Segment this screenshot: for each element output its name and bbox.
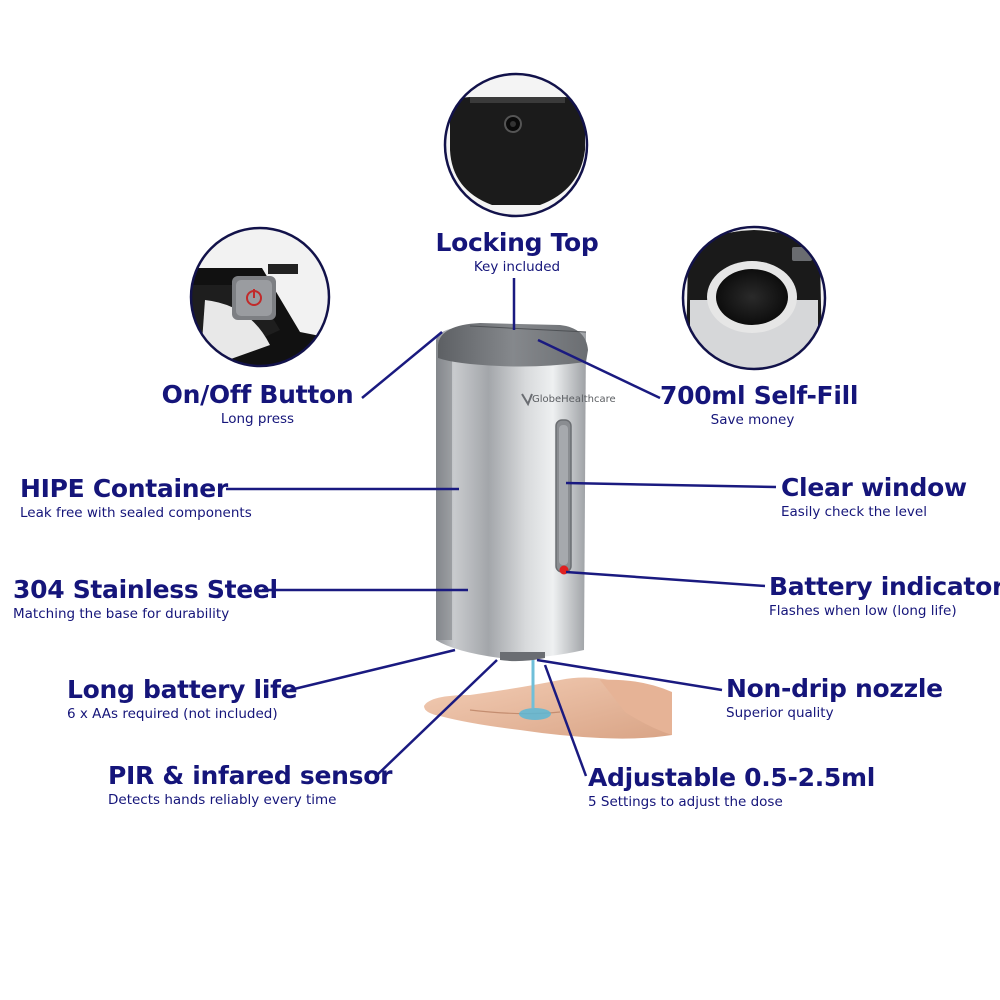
- hand-image: [424, 658, 672, 739]
- adjustable-title: Adjustable 0.5-2.5ml: [588, 763, 876, 792]
- on-off-detail-image: [189, 226, 331, 368]
- brand-logo: GlobeHealthcare: [532, 394, 616, 405]
- stainless-subtitle: Matching the base for durability: [13, 606, 230, 622]
- dispenser-image: GlobeHealthcare: [436, 323, 616, 662]
- battery-life-callout: Long battery life 6 x AAs required (not …: [67, 675, 298, 723]
- clear-window-title: Clear window: [781, 473, 967, 502]
- stainless-title: 304 Stainless Steel: [13, 575, 278, 604]
- clear-window-callout: Clear window Easily check the level: [781, 473, 967, 521]
- clear-window-subtitle: Easily check the level: [781, 504, 927, 520]
- nozzle-callout: Non-drip nozzle Superior quality: [726, 674, 943, 722]
- battery-indicator-callout: Battery indicator Flashes when low (long…: [769, 572, 1000, 620]
- adjustable-callout: Adjustable 0.5-2.5ml 5 Settings to adjus…: [588, 763, 875, 811]
- sensor-subtitle: Detects hands reliably every time: [108, 792, 337, 808]
- locking-top-detail-image: [443, 72, 589, 218]
- battery-life-subtitle: 6 x AAs required (not included): [67, 706, 278, 722]
- battery-life-title: Long battery life: [67, 675, 298, 704]
- battery-indicator-title: Battery indicator: [769, 572, 1000, 601]
- adjustable-subtitle: 5 Settings to adjust the dose: [588, 794, 783, 810]
- locking-top-subtitle: Key included: [473, 259, 561, 275]
- on-off-title: On/Off Button: [161, 380, 354, 409]
- self-fill-title: 700ml Self-Fill: [660, 381, 859, 410]
- self-fill-subtitle: Save money: [710, 412, 795, 428]
- nozzle-title: Non-drip nozzle: [726, 674, 943, 703]
- hipe-subtitle: Leak free with sealed components: [20, 505, 252, 521]
- battery-indicator-subtitle: Flashes when low (long life): [769, 603, 957, 619]
- sensor-title: PIR & infared sensor: [108, 761, 393, 790]
- sensor-callout: PIR & infared sensor Detects hands relia…: [108, 761, 392, 809]
- nozzle-subtitle: Superior quality: [726, 705, 834, 721]
- locking-top-title: Locking Top: [435, 228, 599, 257]
- self-fill-detail-image: [681, 225, 827, 371]
- on-off-subtitle: Long press: [220, 411, 295, 427]
- stainless-callout: 304 Stainless Steel Matching the base fo…: [13, 575, 278, 623]
- self-fill-callout: 700ml Self-Fill Save money: [660, 381, 859, 429]
- hipe-title: HIPE Container: [20, 474, 228, 503]
- locking-top-callout: Locking Top Key included: [417, 228, 617, 276]
- hipe-callout: HIPE Container Leak free with sealed com…: [20, 474, 252, 522]
- leader-lines: [226, 278, 777, 777]
- on-off-callout: On/Off Button Long press: [155, 380, 360, 428]
